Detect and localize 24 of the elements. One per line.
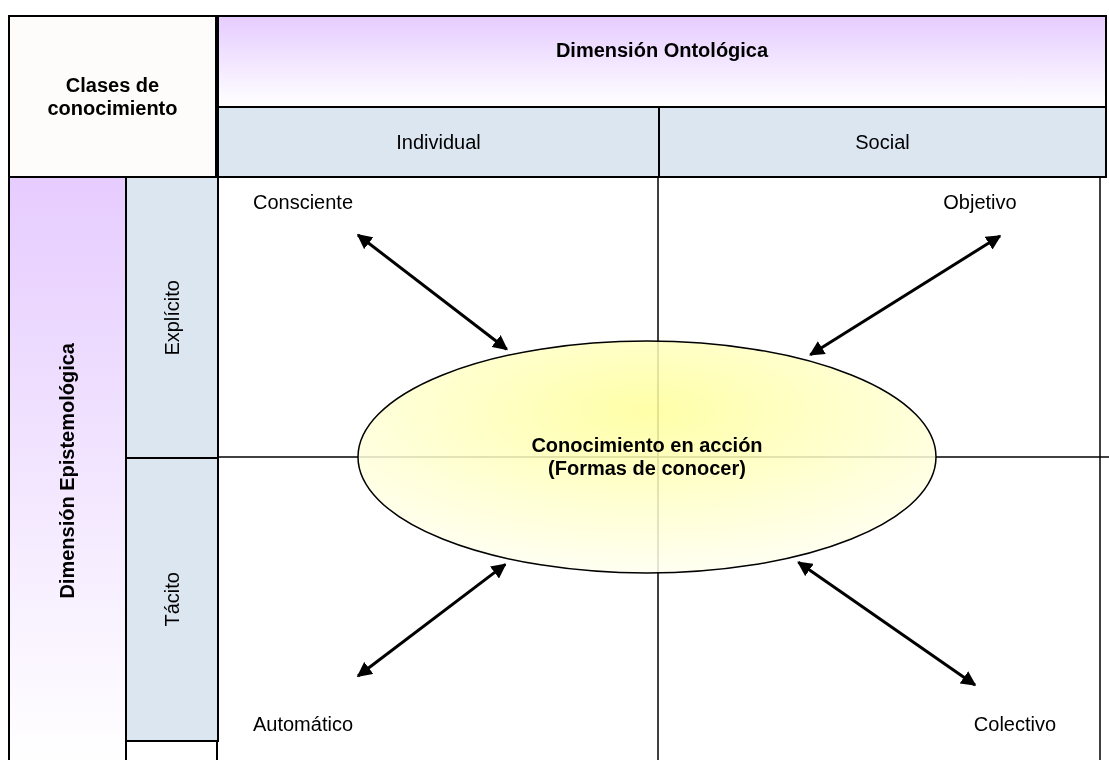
header-cell	[8, 15, 217, 178]
header-cell	[658, 106, 1107, 178]
header-text: Social	[855, 130, 910, 154]
header-text: Dimensión Ontológica	[555, 39, 769, 62]
header-text: Clases de conocimiento	[46, 73, 179, 120]
quadrant-text: Consciente	[252, 190, 354, 214]
quadrant-text: Colectivo	[973, 712, 1057, 736]
double-arrow	[797, 561, 977, 687]
double-arrow	[809, 234, 1002, 356]
ellipse-node	[357, 340, 937, 574]
double-arrow	[356, 233, 508, 351]
double-arrow	[356, 563, 507, 678]
header-cell	[217, 106, 660, 178]
header-text: Tácito	[160, 572, 184, 627]
node-text: Conocimiento en acción (Formas de conocer)	[530, 434, 764, 480]
header-cell	[125, 457, 219, 742]
header-text: Dimensión Epistemológica	[56, 343, 79, 599]
header-cell	[217, 15, 1107, 108]
header-cell	[8, 176, 127, 760]
quadrant-text: Automático	[252, 712, 354, 736]
header-text: Individual	[396, 130, 481, 154]
header-cell	[125, 176, 219, 459]
quadrant-text: Objetivo	[943, 190, 1017, 214]
header-text: Explícito	[160, 279, 184, 356]
